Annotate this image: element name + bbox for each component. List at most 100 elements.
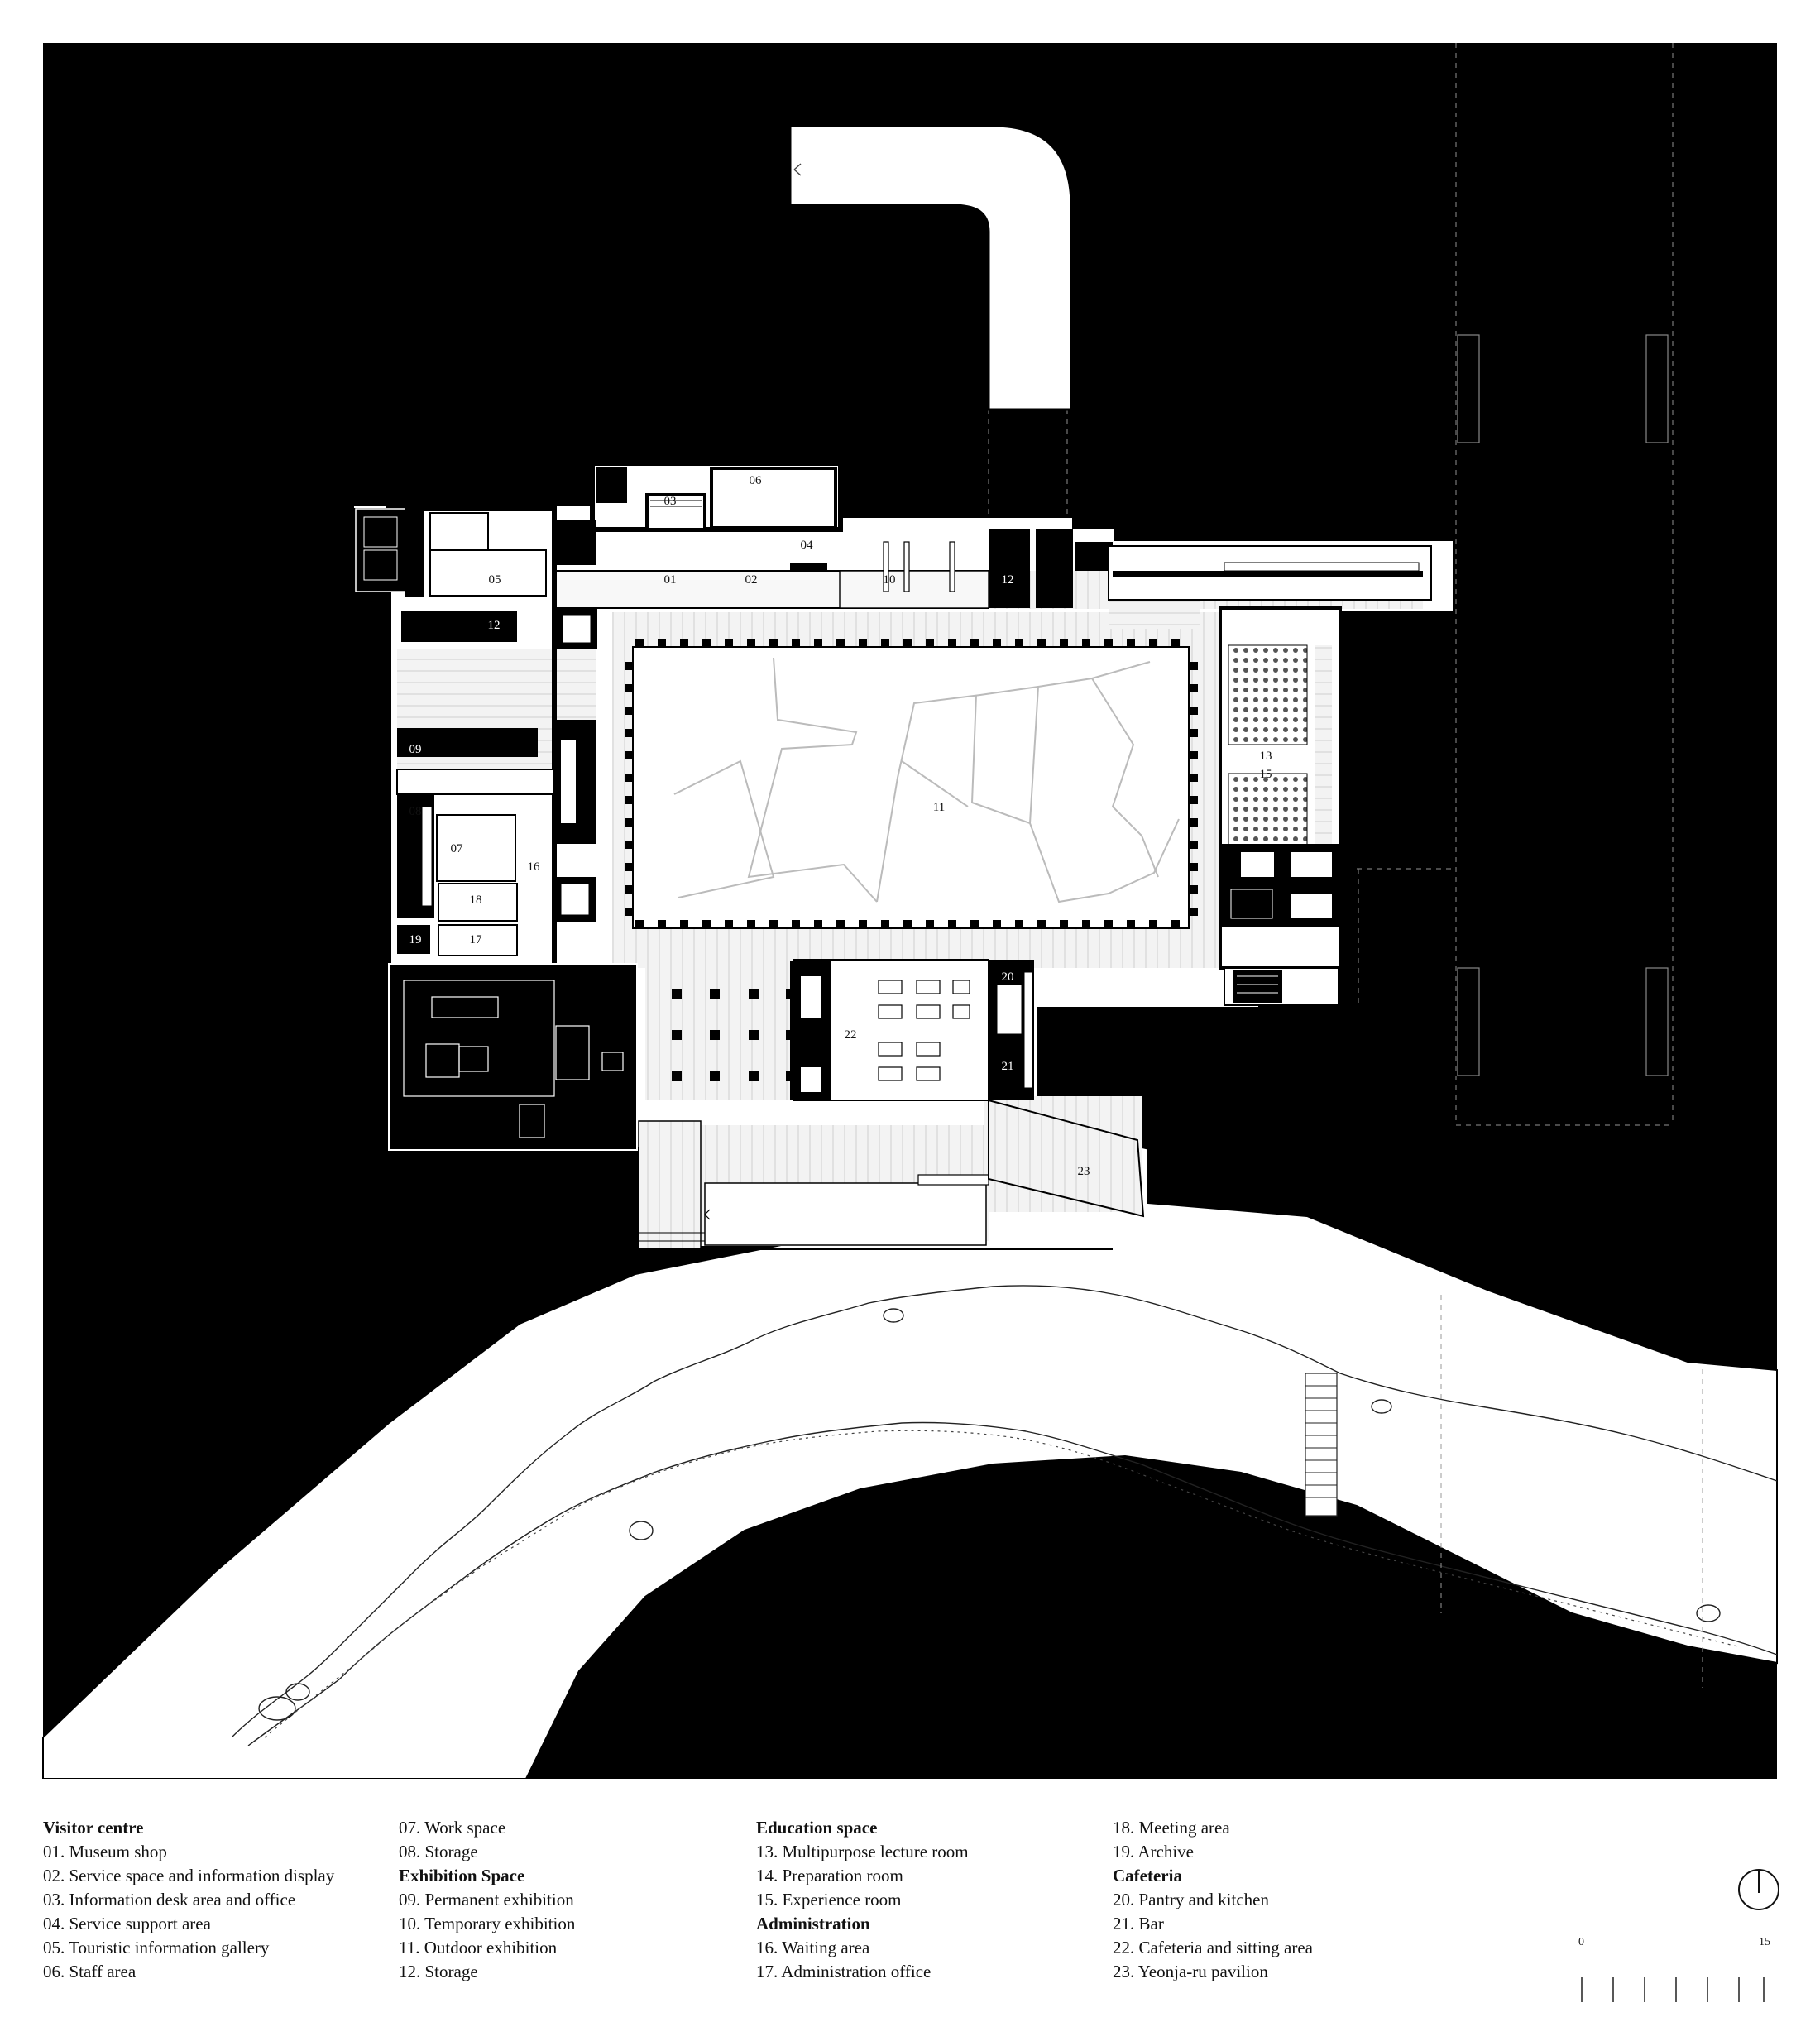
column	[749, 989, 759, 999]
legend-heading: Administration	[756, 1914, 870, 1933]
column	[1190, 863, 1198, 871]
rock	[285, 1683, 310, 1701]
room-number-label: 12	[488, 619, 500, 632]
courtyard-columns	[625, 639, 1198, 928]
column	[859, 920, 867, 928]
legend-item: 11. Outdoor exhibition	[399, 1938, 558, 1957]
room-number-label: 06	[750, 474, 763, 487]
legend-item: 07. Work space	[399, 1818, 506, 1838]
column	[881, 920, 889, 928]
column	[993, 920, 1001, 928]
room-number-label: 20	[1002, 970, 1014, 984]
scale-bar: 0 15	[1572, 1936, 1779, 2010]
storage-12-north	[989, 529, 1030, 608]
cafeteria-tables	[878, 980, 970, 1081]
column	[625, 796, 633, 804]
legend-item: 06. Staff area	[43, 1962, 136, 1981]
column	[1127, 639, 1135, 647]
room-number-label: 05	[489, 573, 501, 587]
column	[926, 639, 934, 647]
column	[1104, 920, 1113, 928]
entrance-ramp	[788, 124, 1073, 411]
courtyard-11	[632, 646, 1190, 929]
column	[836, 639, 845, 647]
terrace-stairs	[638, 1120, 702, 1250]
column	[903, 639, 912, 647]
staff-area-06	[710, 467, 837, 529]
column	[1037, 920, 1046, 928]
column	[1149, 920, 1157, 928]
parking-outline	[988, 43, 1674, 1126]
column	[747, 639, 755, 647]
courtyard-paving	[673, 657, 1180, 903]
column	[769, 639, 778, 647]
legend-heading: Exhibition Space	[399, 1866, 525, 1885]
room-number-label: 07	[451, 842, 464, 855]
rock	[629, 1521, 654, 1540]
legend: Visitor centre 01. Museum shop 02. Servi…	[43, 1816, 1532, 1981]
column	[672, 989, 682, 999]
column	[635, 639, 644, 647]
legend-heading: Cafeteria	[1113, 1866, 1182, 1885]
column	[792, 639, 800, 647]
column	[1171, 920, 1180, 928]
column	[1190, 796, 1198, 804]
column	[625, 908, 633, 916]
legend-item: 08. Storage	[399, 1842, 478, 1861]
room-number-label: 19	[410, 933, 422, 946]
work-space-07	[436, 814, 516, 882]
column	[672, 1071, 682, 1081]
legend-item: 18. Meeting area	[1113, 1818, 1230, 1838]
column	[1060, 639, 1068, 647]
legend-heading: Visitor centre	[43, 1818, 144, 1838]
column	[680, 920, 688, 928]
legend-education: Education space 13. Multipurpose lecture…	[756, 1816, 1104, 1984]
column	[1037, 639, 1046, 647]
column	[635, 920, 644, 928]
column	[725, 920, 733, 928]
room-number-label: 04	[801, 539, 814, 552]
column	[658, 639, 666, 647]
room-number-label: 16	[528, 860, 541, 874]
rock	[258, 1696, 296, 1721]
scale-ticks	[1581, 1977, 1765, 2002]
room-number-label: 08	[410, 805, 422, 818]
column	[1190, 662, 1198, 670]
legend-item: 01. Museum shop	[43, 1842, 167, 1861]
column	[881, 639, 889, 647]
column	[1149, 639, 1157, 647]
column	[702, 639, 711, 647]
column	[1104, 639, 1113, 647]
column	[769, 920, 778, 928]
column	[814, 920, 822, 928]
legend-item: 04. Service support area	[43, 1914, 211, 1933]
column	[948, 920, 956, 928]
legend-item: 20. Pantry and kitchen	[1113, 1890, 1269, 1909]
column	[710, 1030, 720, 1040]
legend-heading: Education space	[756, 1818, 878, 1838]
room-number-label: 01	[664, 573, 677, 587]
storage-12-west	[401, 611, 517, 642]
column	[1015, 920, 1023, 928]
column	[948, 639, 956, 647]
column	[1060, 920, 1068, 928]
legend-item: 10. Temporary exhibition	[399, 1914, 576, 1933]
room-number-label: 21	[1002, 1060, 1014, 1073]
admin-office-17	[438, 924, 518, 956]
scale-start-label: 0	[1578, 1936, 1584, 1948]
legend-item: 03. Information desk area and office	[43, 1890, 296, 1909]
column	[625, 818, 633, 827]
column	[1190, 841, 1198, 849]
legend-item: 02. Service space and information displa…	[43, 1866, 335, 1885]
shoreline-lower	[247, 1421, 1778, 1746]
legend-item: 13. Multipurpose lecture room	[756, 1842, 969, 1861]
column	[749, 1071, 759, 1081]
column	[625, 729, 633, 737]
room-number-label: 23	[1078, 1165, 1090, 1178]
column	[625, 662, 633, 670]
rock	[883, 1308, 904, 1323]
column	[680, 639, 688, 647]
column	[1190, 818, 1198, 827]
legend-visitor-centre: Visitor centre 01. Museum shop 02. Servi…	[43, 1816, 390, 1984]
